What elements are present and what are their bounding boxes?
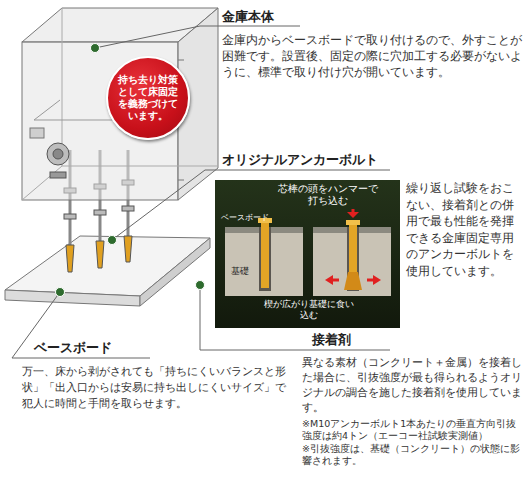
callout-body: 万一、床から剥がされても「持ちにくいバランスと形状」「出入口からは安易に持ち出し… xyxy=(22,364,290,412)
callout-heading: オリジナルアンカーボルト xyxy=(222,151,378,168)
anchor-cross-section xyxy=(344,272,362,290)
anchor-cross-section xyxy=(215,180,400,328)
anchor-bolts xyxy=(124,236,132,262)
anchor-cross-section xyxy=(325,275,333,285)
leader-lines xyxy=(112,170,390,240)
anchor-cross-section xyxy=(346,220,360,225)
safe-body xyxy=(22,8,218,200)
callout-body: 繰り返し試験をおこない、接着剤との併用で最も性能を発揮できる金庫固定専用のアンカ… xyxy=(406,180,524,279)
leader-dots xyxy=(108,236,117,245)
anchor-cross-section xyxy=(215,180,400,328)
anchor-cross-section xyxy=(373,275,381,285)
callout-heading: 接着剤 xyxy=(312,331,351,348)
safe-body xyxy=(53,149,63,159)
photo-label: 楔が広がり基礎に食い込む xyxy=(263,299,355,321)
footnote: ※引抜強度は、基礎（コンクリート）の状態に影響されます。 xyxy=(302,443,524,467)
base-board xyxy=(5,236,210,306)
leader-lines xyxy=(200,285,390,350)
anchor-bolts xyxy=(94,210,106,215)
callout-heading: 金庫本体 xyxy=(222,8,274,25)
safe-body xyxy=(22,166,62,200)
safe-body xyxy=(178,60,184,61)
footnote: ※M10アンカーボルト1本あたりの垂直方向引抜強度は約4トン（エーコー社試験実測… xyxy=(302,418,524,442)
anchor-bolts xyxy=(122,206,134,211)
leader-dots xyxy=(56,288,65,297)
safe-body xyxy=(178,180,184,181)
callout-body: 金庫内からベースボードで取り付けるので、外すことが困難です。設置後、固定の際に穴… xyxy=(222,32,525,80)
leader-dots xyxy=(91,44,100,53)
anchor-bolts xyxy=(96,241,104,268)
base-board xyxy=(5,290,140,306)
leader-lines xyxy=(12,292,150,358)
photo-label: ベースボード xyxy=(221,213,269,223)
callout-heading: ベースボード xyxy=(34,339,112,356)
safe-body xyxy=(62,8,63,166)
safe-body xyxy=(47,143,69,165)
callout-body: 異なる素材（コンクリート＋金属）を接着した場合に、引抜強度が最も得られるようオリ… xyxy=(302,355,524,415)
badge-text: 持ち去り対策として床固定を義務づけています。 xyxy=(117,74,179,122)
safe-body xyxy=(34,100,60,120)
photo-label: 基礎 xyxy=(231,266,249,277)
safe-body xyxy=(62,166,218,167)
inset-photo: 芯棒の頭をハンマーで打ち込むベースボード基礎楔が広がり基礎に食い込む xyxy=(215,180,400,328)
anchor-bolts xyxy=(66,245,74,272)
safe-body xyxy=(50,172,66,178)
leader-dots xyxy=(196,281,205,290)
leader-dots xyxy=(56,44,205,297)
safe-body xyxy=(30,128,44,138)
anchor-cross-section xyxy=(347,212,359,218)
badge-circle: 持ち去り対策として床固定を義務づけています。 xyxy=(106,56,190,140)
anchor-cross-section xyxy=(261,222,269,288)
anchor-bolts xyxy=(64,214,76,219)
photo-label: 芯棒の頭をハンマーで打ち込む xyxy=(277,183,379,207)
